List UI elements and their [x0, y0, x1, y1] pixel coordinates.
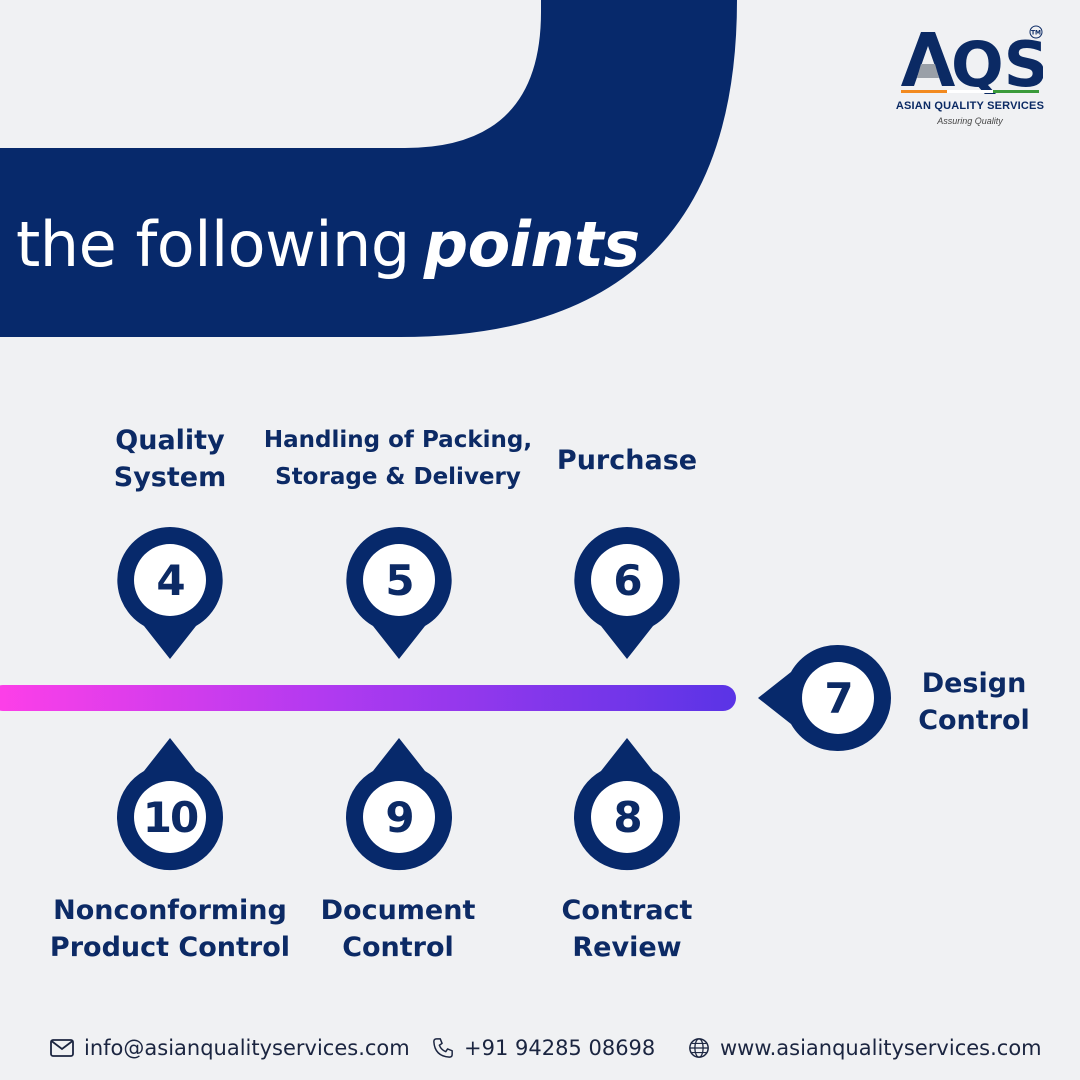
logo-company-name: ASIAN QUALITY SERVICES [895, 100, 1045, 112]
point-number-10: 10 [142, 792, 199, 842]
point-label-8-line2: Review [572, 932, 682, 963]
email-text[interactable]: info@asianqualityservices.com [84, 1036, 410, 1060]
point-label-10: Nonconforming Product Control [40, 892, 300, 966]
point-label-6-line1: Purchase [556, 445, 698, 476]
logo-trademark: TM [1031, 30, 1041, 37]
headline-light: the following [16, 208, 410, 281]
point-label-7-line1: Design [921, 668, 1027, 699]
point-label-7-line2: Control [918, 705, 1030, 736]
point-marker-7: 7 [757, 644, 891, 752]
headline-bold: points [423, 208, 640, 281]
point-label-9-line1: Document [320, 895, 476, 926]
point-label-5-line1: Handling of Packing, [263, 427, 533, 453]
footer-phone[interactable]: +91 94285 08698 [432, 1030, 655, 1066]
website-text[interactable]: www.asianqualityservices.com [720, 1036, 1042, 1060]
point-label-6: Purchase [527, 442, 727, 479]
point-label-9-line2: Control [342, 932, 454, 963]
logo-mark: QS TM [901, 25, 1043, 94]
point-label-10-line2: Product Control [49, 932, 291, 963]
phone-icon [433, 1038, 453, 1058]
point-label-8: Contract Review [527, 892, 727, 966]
point-number-9: 9 [385, 792, 414, 842]
point-marker-5: 5 [345, 526, 453, 660]
point-number-5: 5 [385, 555, 414, 605]
point-label-4-line1: Quality [115, 425, 225, 456]
point-label-4-line2: System [113, 462, 227, 493]
logo-tagline: Assuring Quality [937, 116, 1003, 126]
timeline-bar [0, 685, 736, 711]
point-marker-10: 10 [116, 737, 224, 871]
globe-icon [689, 1038, 709, 1058]
point-number-7: 7 [824, 673, 853, 723]
mail-icon [50, 1039, 74, 1057]
point-number-4: 4 [156, 555, 185, 605]
point-marker-4: 4 [116, 526, 224, 660]
point-label-7: Design Control [894, 665, 1054, 739]
footer-website[interactable]: www.asianqualityservices.com [688, 1030, 1042, 1066]
point-label-9: Document Control [298, 892, 498, 966]
point-label-5-line2: Storage & Delivery [275, 464, 521, 490]
point-marker-9: 9 [345, 737, 453, 871]
point-label-8-line1: Contract [561, 895, 693, 926]
point-label-5: Handling of Packing, Storage & Delivery [262, 422, 534, 496]
point-marker-6: 6 [573, 526, 681, 660]
point-label-10-line1: Nonconforming [53, 895, 287, 926]
point-number-6: 6 [613, 555, 642, 605]
aqs-logo: QS TM ASIAN QUALITY SERVICES Assuring Qu… [895, 22, 1045, 132]
footer-email[interactable]: info@asianqualityservices.com [50, 1030, 410, 1066]
point-marker-8: 8 [573, 737, 681, 871]
point-number-8: 8 [613, 792, 642, 842]
logo-letters-qs: QS [951, 28, 1043, 94]
phone-text[interactable]: +91 94285 08698 [464, 1036, 656, 1060]
point-label-4: Quality System [70, 422, 270, 496]
